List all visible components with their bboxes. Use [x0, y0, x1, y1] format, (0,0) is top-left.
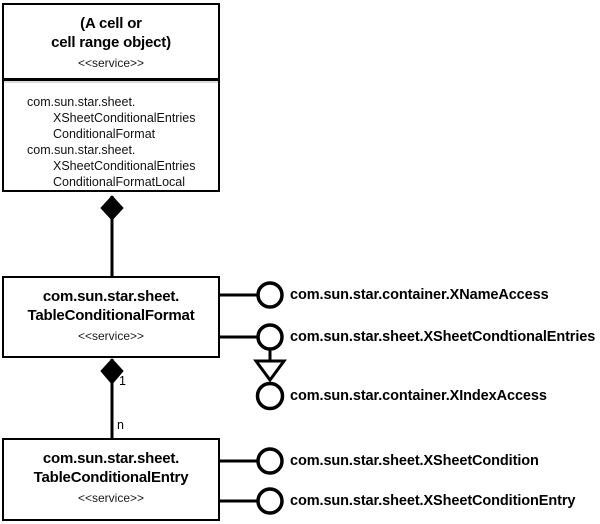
interface-lollipop-icon	[256, 323, 284, 351]
supported-service-line: com.sun.star.sheet.	[27, 95, 136, 109]
interface-label-xsheetcondition: com.sun.star.sheet.XSheetCondition	[290, 453, 539, 469]
table-conditional-entry-title: com.sun.star.sheet. TableConditionalEntr…	[4, 440, 218, 487]
supported-service-line: com.sun.star.sheet.	[27, 143, 136, 157]
interface-lollipop-icon	[256, 281, 284, 309]
cell-object-header: (A cell or cell range object) <<service>…	[4, 5, 218, 81]
interface-lollipop-icon	[256, 487, 284, 515]
supported-service-line: XSheetConditionalEntries	[53, 159, 196, 173]
stereotype-label: <<service>>	[77, 491, 145, 505]
service-box-table-conditional-entry: com.sun.star.sheet. TableConditionalEntr…	[2, 438, 220, 521]
stereotype-label: <<service>>	[77, 329, 145, 343]
supported-service-line: XSheetConditionalEntries	[53, 111, 196, 125]
service-box-cell-object: (A cell or cell range object) <<service>…	[2, 3, 220, 192]
box-title-line: (A cell or	[80, 15, 142, 32]
interface-label-xsheetcondtionalentries: com.sun.star.sheet.XSheetCondtionalEntri…	[290, 329, 596, 345]
box-title-line: TableConditionalEntry	[33, 469, 189, 486]
generalization-arrow-icon	[253, 359, 287, 383]
multiplicity-child: n	[117, 418, 124, 432]
supported-service-line: ConditionalFormatLocal	[53, 175, 186, 189]
box-title-line: cell range object)	[51, 34, 171, 51]
cell-object-title: (A cell or cell range object)	[4, 5, 218, 52]
cell-object-properties: com.sun.star.sheet. XSheetConditionalEnt…	[4, 83, 218, 190]
box-title-line: com.sun.star.sheet.	[42, 288, 180, 305]
box-title-line: TableConditionalFormat	[27, 307, 195, 324]
box-title-line: com.sun.star.sheet.	[42, 450, 180, 467]
composition-diamond-icon	[100, 358, 124, 385]
compartment-divider-shadow	[4, 81, 218, 83]
interface-label-xindexaccess: com.sun.star.container.XIndexAccess	[290, 388, 547, 404]
stereotype-label: <<service>>	[77, 56, 145, 70]
supported-service-line: ConditionalFormat	[53, 127, 156, 141]
interface-label-xsheetconditionentry: com.sun.star.sheet.XSheetConditionEntry	[290, 493, 576, 509]
interface-label-xnameaccess: com.sun.star.container.XNameAccess	[290, 287, 549, 303]
service-box-table-conditional-format: com.sun.star.sheet. TableConditionalForm…	[2, 276, 220, 358]
interface-lollipop-icon	[256, 447, 284, 475]
interface-lollipop-icon	[255, 381, 285, 411]
composition-diamond-icon	[100, 195, 124, 221]
multiplicity-parent: 1	[119, 374, 126, 388]
table-conditional-format-title: com.sun.star.sheet. TableConditionalForm…	[4, 278, 218, 325]
